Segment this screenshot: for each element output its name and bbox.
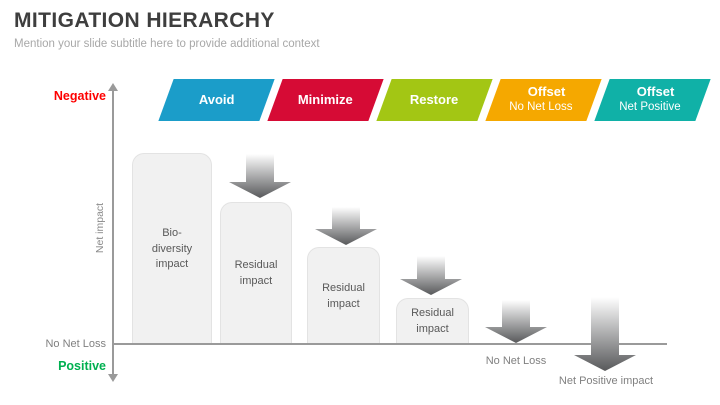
banner-restore: Restore <box>376 79 493 121</box>
bar-label: Residual impact <box>234 259 278 287</box>
banner-minimize: Minimize <box>267 79 384 121</box>
down-arrow-icon <box>485 300 547 343</box>
page-subtitle: Mention your slide subtitle here to prov… <box>14 38 320 50</box>
header: MITIGATION HIERARCHY Mention your slide … <box>14 9 320 50</box>
banner-label: Avoid <box>198 91 235 107</box>
banner-avoid: Avoid <box>158 79 275 121</box>
net-impact-axis-title: Net impact <box>94 202 106 254</box>
banner-label: Offset <box>636 84 674 100</box>
positive-label: Positive <box>58 359 106 373</box>
no-net-loss-line <box>113 343 667 345</box>
bar-biodiversity-impact: Bio- diversity impact <box>132 153 212 345</box>
bar-residual-impact-1: Residual impact <box>220 202 292 345</box>
down-arrow-icon <box>574 297 636 371</box>
banner-offset-no-net-loss: Offset No Net Loss <box>485 79 602 121</box>
banner-offset-net-positive: Offset Net Positive <box>594 79 711 121</box>
negative-label: Negative <box>53 89 106 103</box>
bar-residual-impact-3: Residual impact <box>396 298 469 345</box>
down-arrow-icon <box>315 207 377 245</box>
no-net-loss-axis-label: No Net Loss <box>45 338 106 350</box>
y-axis-line <box>112 90 114 374</box>
banner-label: Restore <box>410 91 459 107</box>
banner-sublabel: No Net Loss <box>508 101 573 114</box>
banner-sublabel: Net Positive <box>618 101 681 114</box>
axis-arrow-down-icon <box>108 374 118 382</box>
bar-label: Residual impact <box>411 307 454 335</box>
bar-label: Bio- diversity impact <box>151 227 193 271</box>
bar-residual-impact-2: Residual impact <box>307 247 380 345</box>
axis-arrow-up-icon <box>108 83 118 91</box>
page-title: MITIGATION HIERARCHY <box>14 9 275 32</box>
no-net-loss-floor-label: No Net Loss <box>485 355 547 367</box>
banner-label: Minimize <box>298 91 353 107</box>
banner-label: Offset <box>527 84 565 100</box>
down-arrow-icon <box>229 154 291 198</box>
net-positive-impact-label: Net Positive impact <box>558 375 654 387</box>
bar-label: Residual impact <box>322 281 365 310</box>
down-arrow-icon <box>400 256 462 295</box>
